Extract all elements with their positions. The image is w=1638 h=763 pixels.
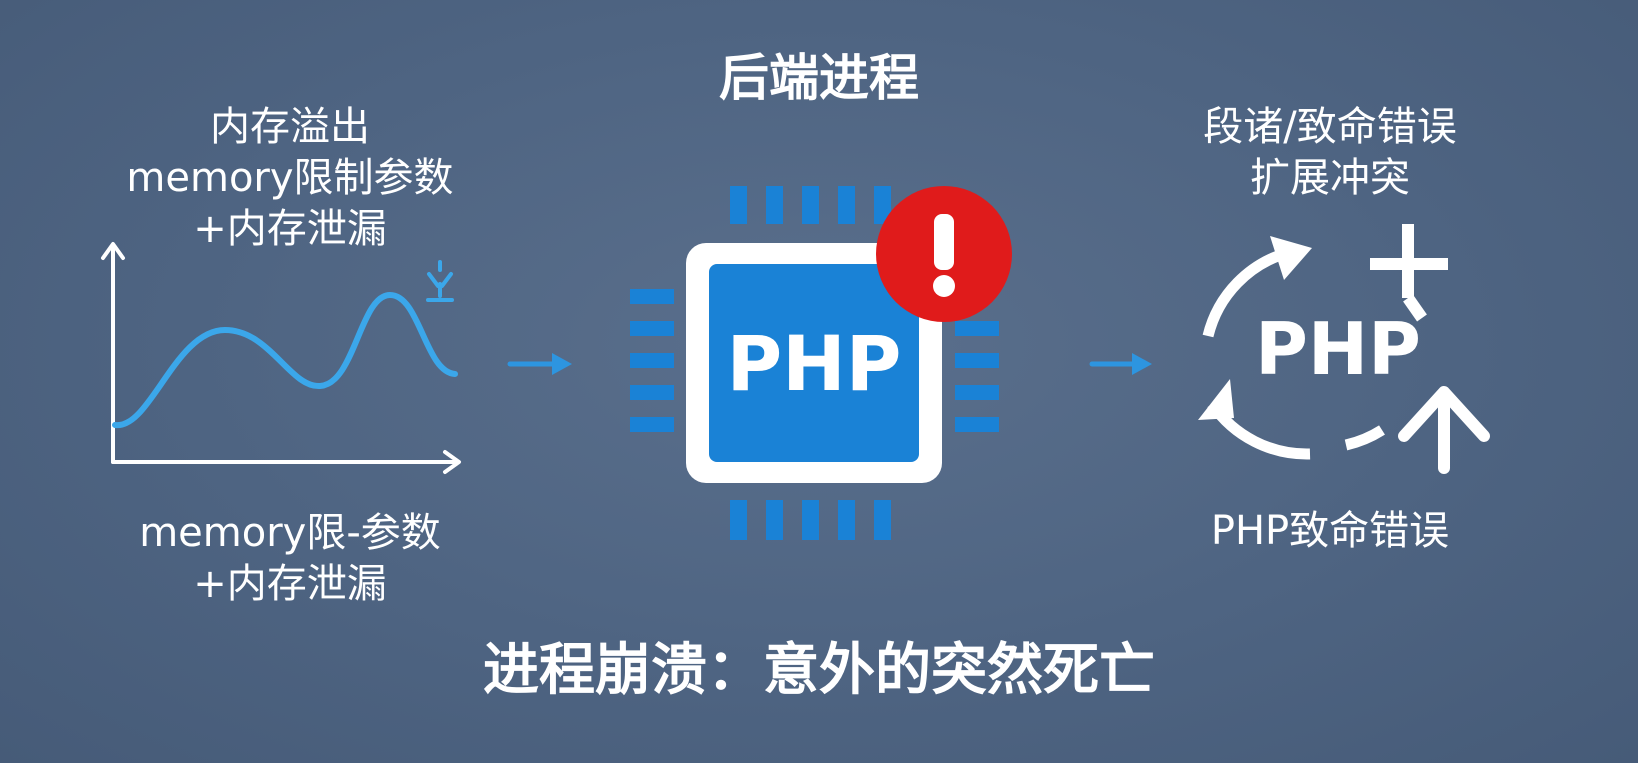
left-top-line: memory限制参数 <box>126 155 454 202</box>
exclamation-icon <box>876 186 1012 322</box>
memory-overflow-label: 内存溢出 memory限制参数 +内存泄漏 <box>70 102 510 256</box>
footer-title: 进程崩溃：意外的突然死亡 <box>483 638 1155 703</box>
right-top-line: 扩展冲突 <box>1250 155 1410 202</box>
arrow-right-icon <box>1089 353 1152 375</box>
arrow-right-icon <box>507 353 572 375</box>
memory-limit-label: memory限-参数 +内存泄漏 <box>70 508 510 610</box>
left-bottom-line: memory限-参数 <box>139 510 441 556</box>
left-top-line: +内存泄漏 <box>193 206 387 253</box>
plus-icon <box>1370 224 1448 322</box>
right-top-line: 段诸/致命错误 <box>1203 104 1457 150</box>
header-title: 后端进程 <box>719 49 919 107</box>
spark-icon <box>426 260 454 302</box>
memory-usage-chart-icon <box>101 242 461 474</box>
cycle-label: PHP <box>1255 307 1421 391</box>
segfault-label: 段诸/致命错误 扩展冲突 <box>1130 102 1530 204</box>
php-fatal-error-label: PHP致命错误 <box>1210 508 1450 554</box>
left-bottom-line: +内存泄漏 <box>193 561 387 608</box>
left-top-line: 内存溢出 <box>210 104 370 150</box>
cpu-chip-icon: PHP <box>630 186 999 540</box>
arrow-head-icon <box>1198 379 1234 420</box>
up-arrow-icon <box>1398 386 1490 474</box>
arrow-head-icon <box>1270 236 1312 280</box>
chip-label: PHP <box>726 319 901 408</box>
